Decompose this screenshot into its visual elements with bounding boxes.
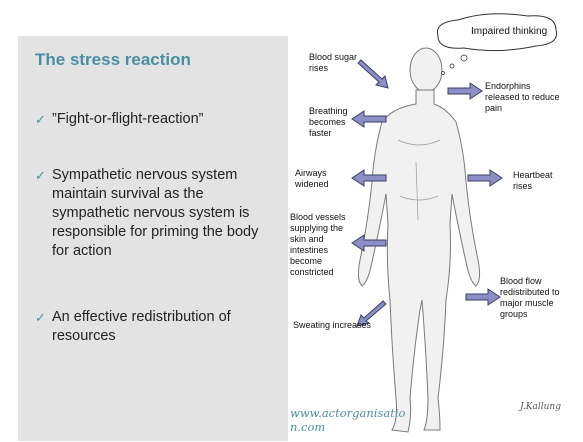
bullet-text: An effective redistribution of resources xyxy=(52,308,274,346)
sweating-label: Sweating increases xyxy=(293,320,371,331)
torso xyxy=(358,90,479,432)
head xyxy=(410,48,442,92)
arrow-blood-sugar-icon xyxy=(358,60,388,88)
bubble-dot xyxy=(461,55,467,61)
arrow-heartbeat-icon xyxy=(468,170,502,186)
checkmark-icon: ✓ xyxy=(35,308,46,327)
text-panel: The stress reaction ✓ ”Fight-or-flight-r… xyxy=(0,0,288,442)
slide-title: The stress reaction xyxy=(35,50,191,70)
artist-signature: J.Kallung xyxy=(520,402,561,413)
arrow-blood-flow-icon xyxy=(466,289,500,305)
bubble-dot xyxy=(450,64,454,68)
bubble-dot xyxy=(442,72,445,75)
checkmark-icon: ✓ xyxy=(35,166,46,185)
impaired-thinking-label: Impaired thinking xyxy=(471,26,547,37)
bullet-text: Sympathetic nervous system maintain surv… xyxy=(52,166,270,261)
checkmark-icon: ✓ xyxy=(35,110,46,129)
arrow-endorphins-icon xyxy=(448,83,482,99)
bullet-text: ”Fight-or-flight-reaction” xyxy=(52,110,204,129)
